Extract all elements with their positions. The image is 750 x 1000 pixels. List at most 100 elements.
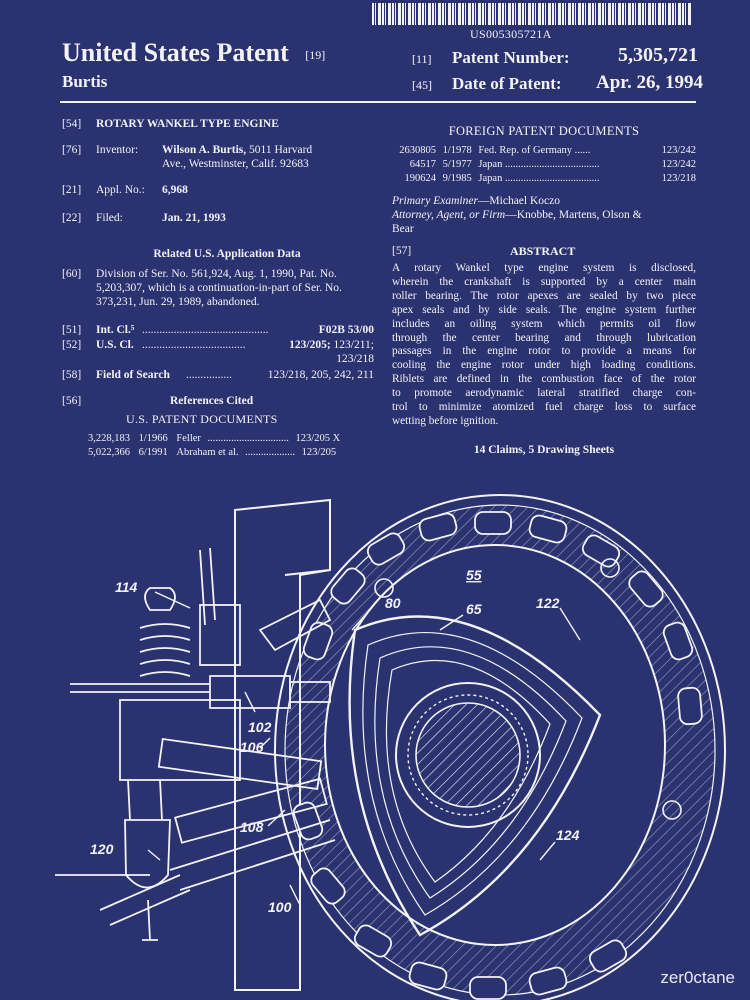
ref-name: Abraham et al.: [176, 447, 239, 458]
left-column: [54] ROTARY WANKEL TYPE ENGINE [76] Inve…: [62, 117, 382, 464]
inventor-surname: Burtis: [62, 72, 108, 91]
reference-row: 5,022,366 6/1991 Abraham et al. ........…: [88, 446, 336, 460]
attorney-name-line2: Bear: [392, 223, 414, 235]
ref-number: 5,022,366: [88, 447, 130, 458]
injector-assembly: [55, 547, 336, 941]
patent-title: United States Patent [19]: [62, 38, 325, 68]
center-bearing-rollers: [407, 694, 529, 816]
bolt-hole: [374, 578, 394, 598]
label-108: 108: [240, 819, 264, 835]
bolt-hole: [662, 800, 682, 820]
us-cl-value-main: 123/205;: [289, 339, 331, 351]
reference-labels: 114 55 80 65 122 102 106 108 120 124 100: [90, 567, 580, 915]
ref-leader: ...............................: [207, 433, 289, 444]
attorney-label: Attorney, Agent, or Firm: [392, 209, 506, 221]
foreign-row: 190624 9/1985 Japan ....................…: [392, 172, 697, 186]
foreign-date: 9/1985: [442, 173, 472, 184]
foreign-row: 2630805 1/1978 Fed. Rep. of Germany ....…: [392, 144, 696, 158]
plate-edge: [284, 569, 331, 576]
right-column: FOREIGN PATENT DOCUMENTS 2630805 1/1978 …: [392, 124, 696, 457]
foreign-class: 123/242: [661, 159, 696, 170]
attorney-name: —Knobbe, Martens, Olson &: [505, 209, 642, 221]
examiner-line: Primary Examiner—Michael Koczo: [392, 194, 696, 208]
abstract-line: wetting before ignition.: [392, 414, 499, 427]
ref-class: 123/205: [301, 447, 337, 458]
foreign-leader: ......: [574, 145, 591, 156]
label-120: 120: [90, 841, 114, 857]
foreign-docs-table: 2630805 1/1978 Fed. Rep. of Germany ....…: [392, 144, 696, 194]
title-of-invention: ROTARY WANKEL TYPE ENGINE: [96, 118, 279, 130]
appl-no: 6,968: [162, 184, 188, 196]
label-106: 106: [240, 739, 264, 755]
field-of-search-value: 123/218, 205, 242, 211: [267, 369, 374, 381]
date-label: Date of Patent:: [452, 74, 562, 93]
filed-label: Filed:: [96, 212, 123, 224]
ref-class: 123/205 X: [295, 433, 341, 444]
related-line-3: 373,231, Jun. 29, 1989, abandoned.: [96, 296, 260, 308]
field-51: [51] Int. Cl.⁵ .........................…: [62, 323, 382, 338]
ref-name: Feller: [176, 433, 201, 444]
barcode: [372, 3, 692, 25]
ref-date: 1/1966: [138, 433, 168, 444]
field-21: [21] Appl. No.: 6,968: [62, 183, 382, 211]
foreign-heading: FOREIGN PATENT DOCUMENTS: [448, 124, 640, 138]
title-text: United States Patent: [62, 38, 289, 67]
label-100: 100: [268, 899, 292, 915]
artist-credit: zer0ctane: [660, 968, 735, 987]
inventor-address-2: Ave., Westminster, Calif. 92683: [162, 158, 309, 170]
us-cl-leader: ....................................: [142, 339, 246, 351]
center-bearing-outer: [395, 682, 541, 828]
foreign-number: 2630805: [399, 145, 436, 156]
us-cl-value-rest: 123/211;: [333, 339, 374, 351]
us-docs-table: 3,228,183 1/1966 Feller ................…: [62, 432, 382, 464]
us-cl-value-line2: 123/218: [336, 353, 374, 365]
abstract-line: to promote aerodynamic lateral stratifie…: [392, 387, 696, 400]
field-22: [22] Filed: Jan. 21, 1993: [62, 211, 382, 247]
field-58: [58] Field of Search ................ 12…: [62, 368, 382, 394]
field-60: [60] Division of Ser. No. 561,924, Aug. …: [62, 267, 382, 323]
int-cl-label: Int. Cl.⁵: [96, 324, 135, 336]
abstract-line: through the center bearing and through l…: [392, 331, 696, 344]
patent-number-label: Patent Number:: [452, 48, 570, 67]
claims-count: 14 Claims, 5 Drawing Sheets: [473, 443, 615, 456]
field-22-tag: [22]: [62, 212, 82, 224]
abstract-heading-row: [57] ABSTRACT: [392, 244, 696, 262]
foreign-country: Japan: [478, 159, 503, 170]
patent-number-tag: [11]: [412, 52, 432, 66]
patent-number: 5,305,721: [618, 44, 698, 66]
abstract-line: wherein the crankshaft is supported by a…: [392, 275, 696, 288]
abstract-line: A rotary Wankel type engine system is di…: [392, 262, 696, 274]
abstract-body: A rotary Wankel type engine system is di…: [392, 262, 696, 429]
field-21-tag: [21]: [62, 184, 82, 196]
label-102: 102: [248, 719, 272, 735]
field-52: [52] U.S. Cl. ..........................…: [62, 338, 382, 368]
foreign-row: 64517 5/1977 Japan .....................…: [392, 158, 696, 172]
field-76: [76] Inventor: Wilson A. Burtis, 5011 Ha…: [62, 143, 382, 183]
abstract-line: apex seals and by side seals. The engine…: [392, 303, 696, 316]
attorney-line: Attorney, Agent, or Firm—Knobbe, Martens…: [392, 208, 696, 222]
field-60-tag: [60]: [62, 268, 82, 280]
header-rule: [60, 101, 696, 103]
rotor-riblet-3: [385, 659, 551, 883]
appl-no-label: Appl. No.:: [96, 184, 145, 196]
housing-outer: [274, 494, 726, 1000]
label-65: 65: [466, 601, 482, 617]
label-114: 114: [115, 579, 138, 595]
barcode-number: US005305721A: [470, 27, 552, 41]
label-80: 80: [385, 595, 401, 611]
related-line-1: Division of Ser. No. 561,924, Aug. 1, 19…: [96, 268, 337, 280]
coolant-passages: [292, 511, 703, 1000]
reference-row: 3,228,183 1/1966 Feller ................…: [88, 432, 340, 446]
date-of-patent: Apr. 26, 1994: [596, 72, 703, 93]
field-56: [56] References Cited: [62, 394, 382, 412]
us-docs-heading-row: U.S. PATENT DOCUMENTS: [62, 412, 382, 432]
field-58-tag: [58]: [62, 369, 82, 381]
foreign-country: Fed. Rep. of Germany: [478, 145, 573, 156]
filed-date: Jan. 21, 1993: [162, 212, 226, 224]
label-122: 122: [536, 595, 560, 611]
us-docs-heading: U.S. PATENT DOCUMENTS: [126, 412, 278, 426]
ref-number: 3,228,183: [88, 433, 130, 444]
foreign-class: 123/242: [661, 145, 696, 156]
abstract-line: Riblets are defined in the combustion fa…: [392, 373, 696, 386]
field-of-search-label: Field of Search: [96, 369, 170, 381]
